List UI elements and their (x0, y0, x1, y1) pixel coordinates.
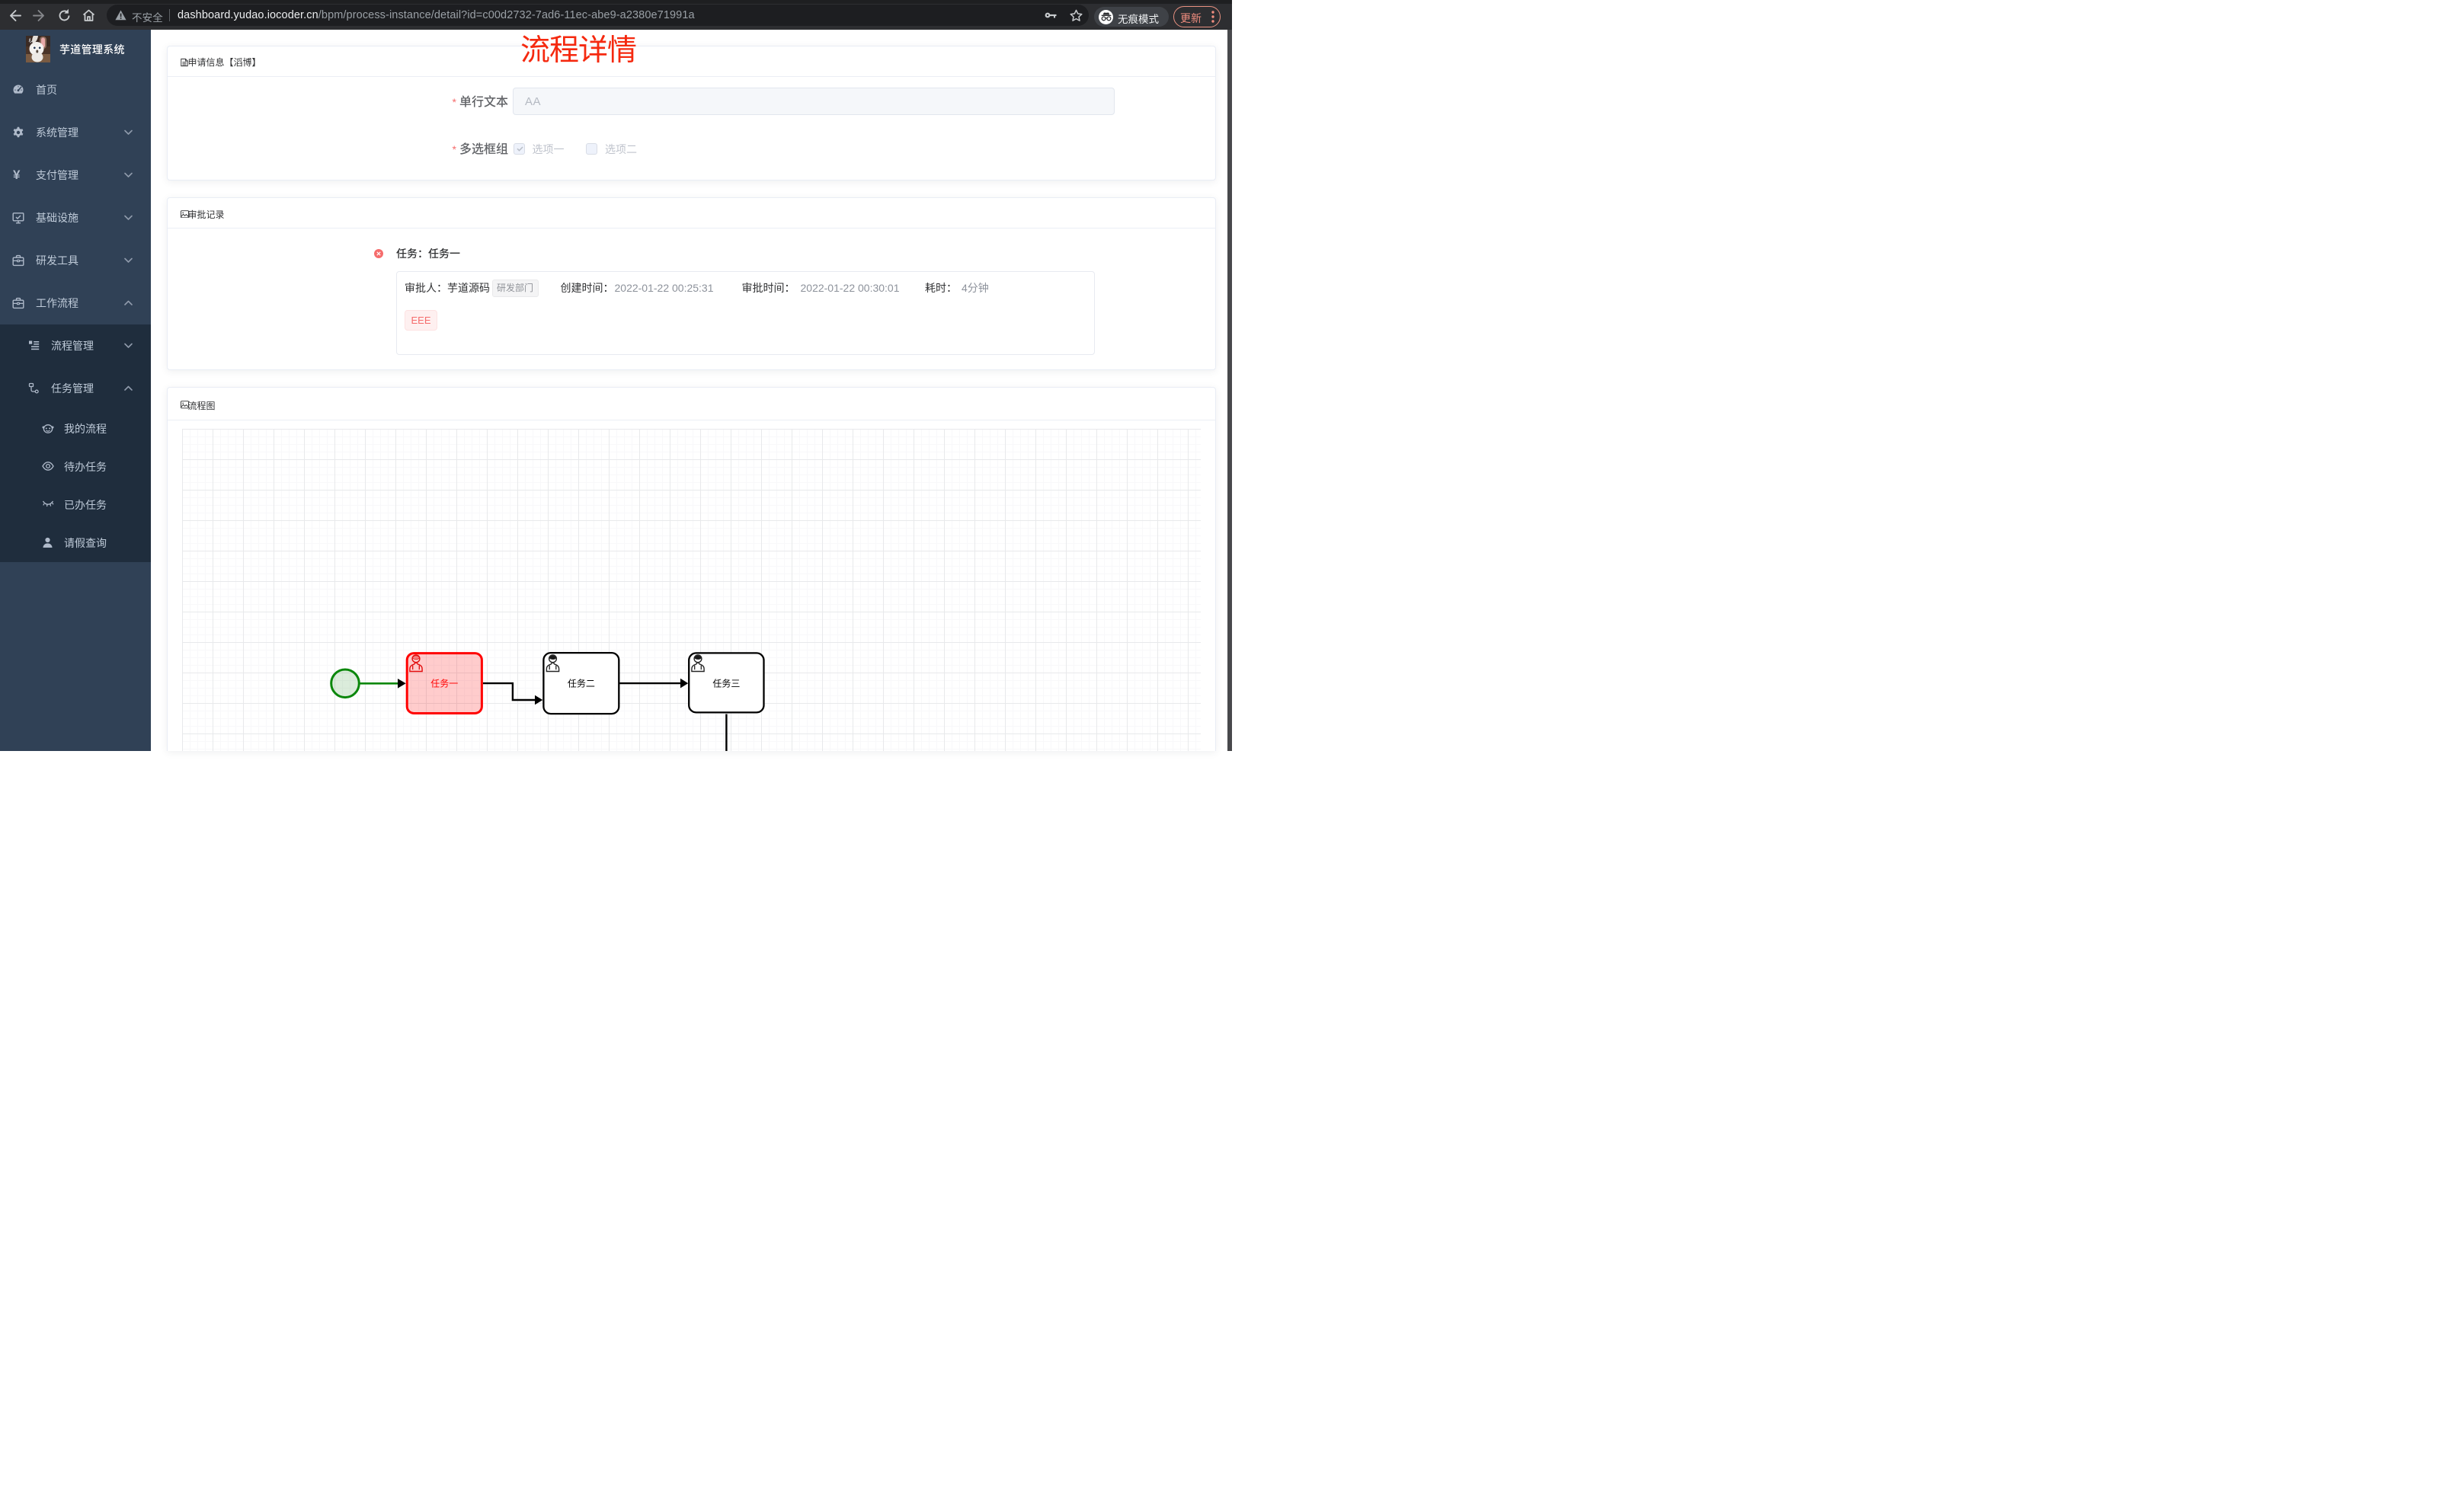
svg-text:任务三: 任务三 (712, 677, 740, 689)
svg-text:任务二: 任务二 (568, 677, 595, 689)
svg-text:任务一: 任务一 (430, 678, 458, 689)
